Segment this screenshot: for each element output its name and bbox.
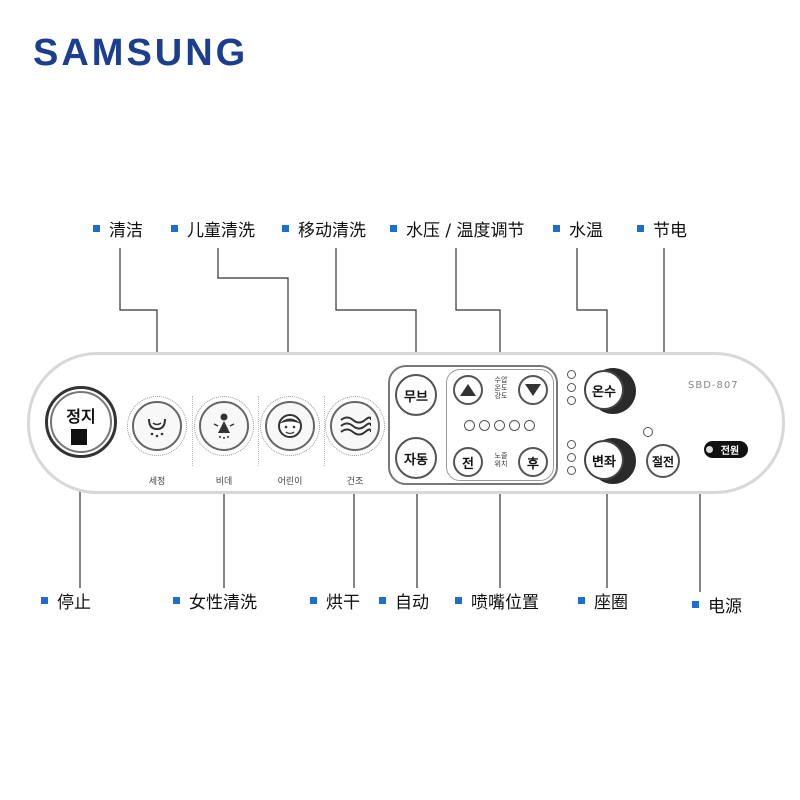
bullet-icon [390, 225, 397, 232]
adjust-label-line: 온도 [494, 384, 508, 392]
wash-button[interactable] [132, 401, 182, 451]
callout-auto: 自动 [379, 588, 429, 613]
temp-indicator [567, 466, 576, 475]
callout-label: 移动清洗 [298, 221, 366, 241]
bullet-icon [171, 225, 178, 232]
bullet-icon [637, 225, 644, 232]
level-indicator [479, 420, 490, 431]
seat-temp-indicators [567, 440, 576, 475]
temp-indicator [567, 453, 576, 462]
callout-child-wash: 儿童清洗 [171, 216, 255, 241]
callout-label: 停止 [57, 593, 91, 613]
callout-label: 自动 [395, 593, 429, 613]
nozzle-back-button[interactable]: 후 [518, 447, 548, 477]
auto-button[interactable]: 자동 [395, 437, 437, 479]
callout-nozzle-position: 喷嘴位置 [455, 588, 539, 613]
bullet-icon [553, 225, 560, 232]
dry-button-ring [325, 396, 385, 456]
separator [258, 396, 260, 466]
bullet-icon [310, 597, 317, 604]
nozzle-position-label: 노즐 위치 [486, 452, 516, 468]
callout-seat: 座圈 [578, 588, 628, 613]
feminine-wash-icon [213, 413, 235, 439]
water-temp-button[interactable]: 온수 [584, 370, 624, 410]
callout-label: 清洁 [109, 221, 143, 241]
callout-label: 烘干 [326, 593, 360, 613]
power-save-indicator [643, 427, 653, 437]
stop-square-icon [71, 429, 87, 445]
callout-power: 电源 [692, 592, 742, 617]
bullet-icon [455, 597, 462, 604]
child-face-icon [278, 414, 302, 438]
temp-indicator [567, 440, 576, 449]
bullet-icon [41, 597, 48, 604]
bullet-icon [173, 597, 180, 604]
move-button[interactable]: 무브 [395, 374, 437, 416]
callout-water-temp: 水温 [553, 216, 603, 241]
temp-indicator [567, 383, 576, 392]
dry-label: 건조 [346, 477, 364, 487]
wash-label: 세정 [148, 477, 166, 487]
samsung-logo: SAMSUNG [33, 32, 249, 74]
adjust-control-group [446, 369, 554, 481]
child-button-ring [260, 396, 320, 456]
power-button[interactable]: 전원 [704, 441, 748, 458]
callout-label: 节电 [653, 221, 687, 241]
child-wash-button[interactable] [265, 401, 315, 451]
bidet-button-ring [194, 396, 254, 456]
nozzle-label-line: 노즐 [494, 452, 508, 460]
arrow-up-icon [460, 384, 476, 396]
callout-label: 电源 [708, 597, 742, 617]
arrow-down-icon [525, 384, 541, 396]
dry-button[interactable] [330, 401, 380, 451]
increase-button[interactable] [453, 375, 483, 405]
callout-label: 儿童清洗 [187, 221, 255, 241]
child-label: 어린이 [277, 477, 303, 487]
water-temp-indicators [567, 370, 576, 405]
dry-wave-icon [340, 416, 371, 436]
callout-feminine-wash: 女性清洗 [173, 588, 257, 613]
adjust-label-line: 수압 [494, 376, 508, 384]
temp-indicator [567, 370, 576, 379]
callout-label: 水压 / 温度调节 [406, 221, 525, 241]
callout-dry: 烘干 [310, 588, 360, 613]
decrease-button[interactable] [518, 375, 548, 405]
adjust-label-line: 강도 [494, 392, 508, 400]
callout-label: 女性清洗 [189, 593, 257, 613]
callout-stop: 停止 [41, 588, 91, 613]
nozzle-front-button[interactable]: 전 [453, 447, 483, 477]
power-save-button[interactable]: 절전 [646, 444, 680, 478]
level-indicator [509, 420, 520, 431]
seat-temp-button[interactable]: 변좌 [584, 440, 624, 480]
bidet-wash-icon [148, 418, 166, 438]
level-indicators [464, 420, 535, 431]
wash-button-ring [127, 396, 187, 456]
bullet-icon [578, 597, 585, 604]
level-indicator [464, 420, 475, 431]
bullet-icon [379, 597, 386, 604]
callout-label: 座圈 [594, 593, 628, 613]
temp-indicator [567, 396, 576, 405]
bullet-icon [282, 225, 289, 232]
callout-pressure-temp: 水压 / 温度调节 [390, 216, 525, 241]
power-label: 전원 [720, 446, 740, 457]
callout-cleaning: 清洁 [93, 216, 143, 241]
power-led [706, 446, 713, 453]
level-indicator [524, 420, 535, 431]
callout-label: 水温 [569, 221, 603, 241]
bidet-label: 비데 [215, 477, 233, 487]
nozzle-label-line: 위치 [494, 460, 508, 468]
stop-label: 정지 [66, 407, 96, 426]
callout-label: 喷嘴位置 [471, 593, 539, 613]
level-indicator [494, 420, 505, 431]
bullet-icon [692, 601, 699, 608]
callout-move-wash: 移动清洗 [282, 216, 366, 241]
adjust-label: 수압 온도 강도 [486, 376, 516, 400]
callout-power-save: 节电 [637, 216, 687, 241]
separator [192, 396, 194, 466]
feminine-wash-button[interactable] [199, 401, 249, 451]
bullet-icon [93, 225, 100, 232]
separator [324, 396, 326, 466]
model-number: SBD-807 [688, 380, 739, 391]
